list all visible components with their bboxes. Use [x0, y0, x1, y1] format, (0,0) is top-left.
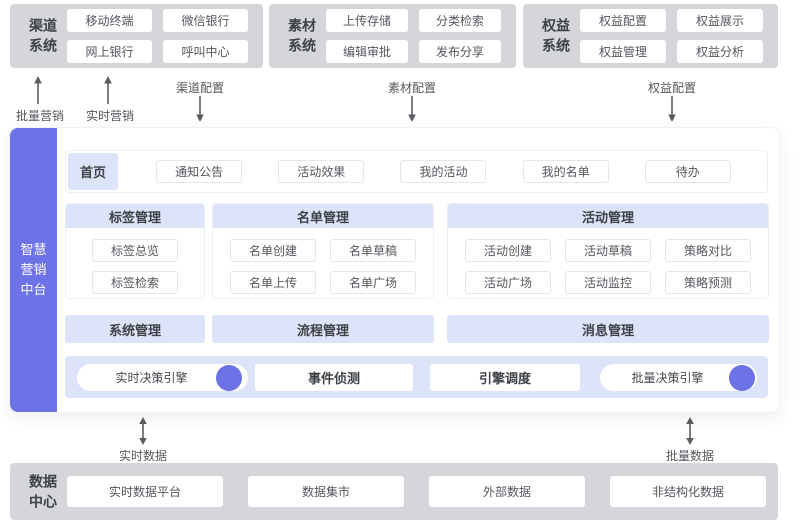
- list-upload-button[interactable]: 名单上传: [230, 271, 316, 294]
- tab-buttons: 通知公告 活动效果 我的活动 我的名单 待办: [120, 151, 767, 192]
- channel-system-title: 渠道系统: [29, 17, 57, 54]
- material-item-edit-approve[interactable]: 编辑审批: [326, 40, 408, 63]
- system-management-bar[interactable]: 系统管理: [65, 315, 205, 343]
- tag-overview-button[interactable]: 标签总览: [92, 239, 178, 262]
- data-center-title: 数据中心: [29, 473, 57, 510]
- external-data-button[interactable]: 外部数据: [429, 476, 585, 507]
- arrow-down-icon: [667, 96, 677, 122]
- material-item-publish-share[interactable]: 发布分享: [419, 40, 501, 63]
- material-system-title: 素材系统: [288, 17, 316, 54]
- tab-my-lists[interactable]: 我的名单: [522, 160, 609, 183]
- tag-management-section: 标签管理 标签总览 标签检索: [65, 203, 205, 299]
- list-plaza-button[interactable]: 名单广场: [330, 271, 416, 294]
- list-create-button[interactable]: 名单创建: [230, 239, 316, 262]
- list-draft-button[interactable]: 名单草稿: [330, 239, 416, 262]
- channel-item-call-center[interactable]: 呼叫中心: [163, 40, 248, 63]
- benefit-item-display[interactable]: 权益展示: [677, 9, 763, 32]
- message-management-bar[interactable]: 消息管理: [447, 315, 769, 343]
- engine-dot-icon: [729, 364, 755, 391]
- platform-sidebar: 智慧 营销 中台: [10, 128, 57, 412]
- campaign-create-button[interactable]: 活动创建: [465, 239, 551, 262]
- strategy-compare-button[interactable]: 策略对比: [665, 239, 751, 262]
- benefit-system-grid: 权益配置 权益展示 权益管理 权益分析: [580, 9, 763, 63]
- benefit-system-title: 权益系统: [542, 17, 570, 54]
- data-center-items: 实时数据平台 数据集市 外部数据 非结构化数据: [67, 476, 766, 507]
- arrow-down-icon: [195, 96, 205, 122]
- realtime-decision-engine[interactable]: 实时决策引擎: [77, 364, 248, 391]
- channel-item-wechat-bank[interactable]: 微信银行: [163, 9, 248, 32]
- engine-dot-icon: [216, 364, 242, 391]
- material-system-grid: 上传存储 分类检索 编辑审批 发布分享: [326, 9, 501, 63]
- tab-my-campaigns[interactable]: 我的活动: [400, 160, 487, 183]
- data-center-panel: 数据中心 实时数据平台 数据集市 外部数据 非结构化数据: [10, 463, 778, 520]
- arrow-up-icon: [103, 76, 113, 104]
- arrow-double-vertical-icon: [138, 417, 148, 445]
- strategy-forecast-button[interactable]: 策略预测: [665, 271, 751, 294]
- realtime-marketing-label: 实时营销: [85, 109, 134, 123]
- material-config-label: 素材配置: [387, 81, 436, 95]
- arrow-up-icon: [33, 76, 43, 104]
- channel-system-grid: 移动终端 微信银行 网上银行 呼叫中心: [67, 9, 248, 63]
- batch-marketing-label: 批量营销: [15, 109, 64, 123]
- tag-search-button[interactable]: 标签检索: [92, 271, 178, 294]
- tab-notice[interactable]: 通知公告: [156, 160, 243, 183]
- list-management-header: 名单管理: [213, 204, 433, 228]
- campaign-draft-button[interactable]: 活动草稿: [565, 239, 651, 262]
- event-detection-box[interactable]: 事件侦测: [255, 364, 413, 391]
- engine-bar: 实时决策引擎 事件侦测 引擎调度 批量决策引擎: [65, 356, 768, 398]
- benefit-config-label: 权益配置: [647, 81, 696, 95]
- tab-campaign-effect[interactable]: 活动效果: [278, 160, 365, 183]
- tab-home[interactable]: 首页: [68, 153, 118, 190]
- smart-marketing-platform-panel: 智慧 营销 中台 首页 通知公告 活动效果 我的活动 我的名单 待办 标签管理 …: [10, 128, 779, 412]
- channel-system-panel: 渠道系统 移动终端 微信银行 网上银行 呼叫中心: [10, 4, 263, 68]
- data-mart-button[interactable]: 数据集市: [248, 476, 404, 507]
- channel-config-label: 渠道配置: [175, 81, 224, 95]
- tab-todo[interactable]: 待办: [644, 160, 731, 183]
- material-system-panel: 素材系统 上传存储 分类检索 编辑审批 发布分享: [269, 4, 516, 68]
- tag-management-header: 标签管理: [66, 204, 204, 228]
- benefit-item-analyze[interactable]: 权益分析: [677, 40, 763, 63]
- channel-item-online-bank[interactable]: 网上银行: [67, 40, 152, 63]
- campaign-management-section: 活动管理 活动创建 活动草稿 策略对比 活动广场 活动监控 策略预测: [447, 203, 769, 299]
- material-item-upload-storage[interactable]: 上传存储: [326, 9, 408, 32]
- benefit-system-panel: 权益系统 权益配置 权益展示 权益管理 权益分析: [523, 4, 778, 68]
- material-item-category-search[interactable]: 分类检索: [419, 9, 501, 32]
- arrow-down-icon: [407, 96, 417, 122]
- unstructured-data-button[interactable]: 非结构化数据: [610, 476, 766, 507]
- realtime-data-platform-button[interactable]: 实时数据平台: [67, 476, 223, 507]
- process-management-bar[interactable]: 流程管理: [212, 315, 434, 343]
- benefit-item-manage[interactable]: 权益管理: [580, 40, 666, 63]
- campaign-management-header: 活动管理: [448, 204, 768, 228]
- arrow-double-vertical-icon: [685, 417, 695, 445]
- realtime-data-label: 实时数据: [118, 449, 167, 463]
- channel-item-mobile[interactable]: 移动终端: [67, 9, 152, 32]
- engine-scheduling-box[interactable]: 引擎调度: [430, 364, 580, 391]
- campaign-plaza-button[interactable]: 活动广场: [465, 271, 551, 294]
- batch-decision-engine[interactable]: 批量决策引擎: [600, 364, 757, 391]
- platform-title: 智慧 营销 中台: [20, 241, 47, 298]
- batch-data-label: 批量数据: [665, 449, 714, 463]
- benefit-item-config[interactable]: 权益配置: [580, 9, 666, 32]
- campaign-monitor-button[interactable]: 活动监控: [565, 271, 651, 294]
- list-management-section: 名单管理 名单创建 名单草稿 名单上传 名单广场: [212, 203, 434, 299]
- top-tab-bar: 首页 通知公告 活动效果 我的活动 我的名单 待办: [65, 150, 768, 193]
